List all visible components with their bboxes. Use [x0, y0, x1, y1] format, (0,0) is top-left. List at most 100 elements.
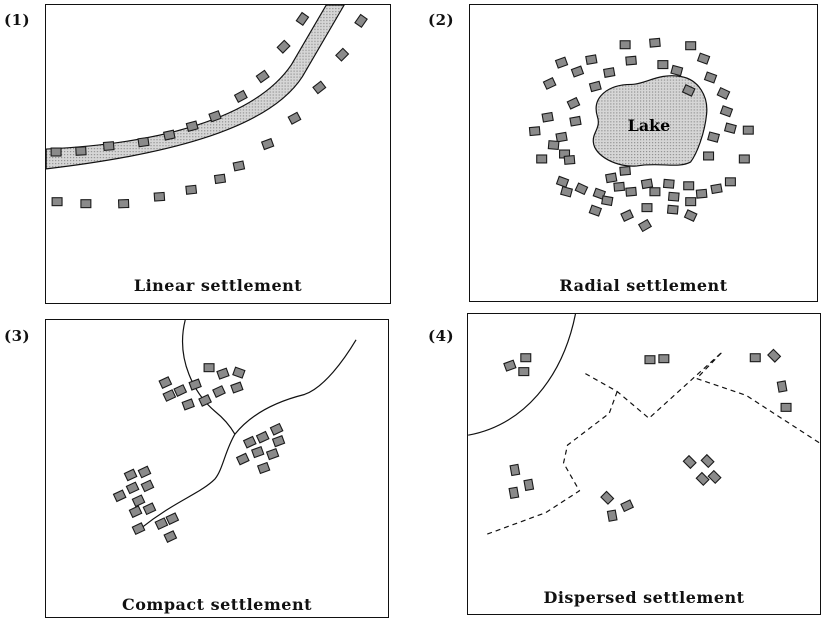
panel-4-number: (4): [428, 327, 455, 345]
house-icon: [547, 140, 560, 151]
house-icon: [287, 111, 302, 125]
house-icon: [716, 86, 731, 100]
house-icon: [242, 435, 257, 449]
house-icon: [260, 137, 275, 151]
house-icon: [780, 402, 792, 412]
house-icon: [574, 182, 589, 196]
house-icon: [271, 435, 286, 448]
house-icon: [776, 380, 788, 393]
house-icon: [102, 141, 115, 152]
boundary-upper: [585, 351, 821, 444]
house-icon: [649, 187, 661, 197]
house-icon: [75, 146, 87, 156]
dispersed-settlement-map: [468, 313, 821, 536]
house-icon: [563, 154, 576, 165]
panel-radial-settlement: Lake Radial settlement: [469, 4, 818, 302]
house-icon: [619, 40, 631, 50]
house-icon: [613, 181, 626, 192]
linear-settlement-caption: Linear settlement: [133, 276, 303, 295]
house-icon: [570, 65, 585, 78]
house-icon: [667, 191, 680, 202]
house-icon: [569, 115, 582, 127]
house-icon: [523, 478, 535, 492]
house-icon: [620, 209, 635, 223]
house-icon: [173, 384, 188, 397]
house-icon: [162, 129, 176, 141]
houses-dispersed: [503, 348, 792, 522]
house-icon: [683, 209, 698, 223]
house-icon: [767, 348, 782, 363]
house-icon: [123, 468, 138, 482]
house-icon: [137, 465, 152, 479]
house-icon: [250, 445, 265, 459]
house-icon: [235, 452, 250, 466]
house-icon: [185, 120, 199, 132]
house-icon: [188, 378, 202, 391]
house-icon: [554, 56, 569, 69]
house-icon: [641, 203, 653, 213]
house-icon: [657, 60, 669, 70]
house-icon: [137, 136, 150, 148]
dispersed-settlement-caption: Dispersed settlement: [543, 588, 745, 607]
house-icon: [603, 67, 616, 78]
house-icon: [165, 512, 180, 526]
track-north: [181, 319, 236, 435]
panel-dispersed-settlement: Dispersed settlement: [467, 313, 821, 615]
house-icon: [295, 11, 310, 27]
house-icon: [585, 54, 598, 66]
house-icon: [216, 367, 230, 380]
house-icon: [605, 172, 618, 184]
house-icon: [695, 471, 710, 486]
house-icon: [158, 376, 173, 390]
compact-settlement-map: [112, 319, 357, 543]
house-icon: [503, 359, 517, 372]
house-icon: [112, 489, 127, 503]
houses-linear: [50, 11, 368, 209]
lake: [592, 75, 708, 167]
house-icon: [181, 398, 195, 411]
house-icon: [162, 389, 177, 402]
house-icon: [131, 494, 146, 508]
house-icon: [233, 89, 248, 103]
house-icon: [566, 96, 581, 110]
house-icon: [208, 110, 222, 123]
house-icon: [140, 479, 155, 493]
house-icon: [662, 178, 675, 189]
house-icon: [682, 454, 697, 470]
house-icon: [619, 165, 632, 176]
house-icon: [710, 183, 723, 195]
house-icon: [128, 505, 143, 519]
house-icon: [520, 353, 532, 363]
house-icon: [555, 131, 568, 143]
house-icon: [542, 77, 557, 90]
house-icon: [601, 195, 614, 207]
coastline: [468, 313, 577, 436]
house-icon: [153, 191, 166, 202]
house-icon: [681, 83, 696, 97]
house-icon: [265, 447, 280, 461]
house-icon: [588, 80, 602, 93]
house-icon: [707, 131, 721, 143]
house-icon: [131, 522, 146, 536]
house-icon: [541, 111, 554, 123]
house-icon: [117, 198, 130, 209]
house-icon: [230, 381, 244, 394]
house-icon: [644, 355, 656, 365]
house-icon: [198, 394, 212, 407]
house-icon: [749, 353, 761, 363]
lake-label: Lake: [628, 116, 671, 135]
linear-settlement-map: [45, 4, 368, 209]
house-icon: [256, 461, 271, 475]
panel-linear-settlement: Linear settlement: [45, 4, 391, 304]
house-icon: [50, 147, 62, 157]
house-icon: [312, 80, 327, 95]
house-icon: [142, 502, 157, 516]
house-icon: [625, 186, 637, 197]
house-icon: [592, 187, 607, 200]
house-icon: [625, 55, 637, 66]
house-icon: [600, 490, 615, 505]
house-icon: [536, 154, 548, 164]
radial-settlement-caption: Radial settlement: [559, 276, 728, 295]
house-icon: [51, 197, 63, 207]
